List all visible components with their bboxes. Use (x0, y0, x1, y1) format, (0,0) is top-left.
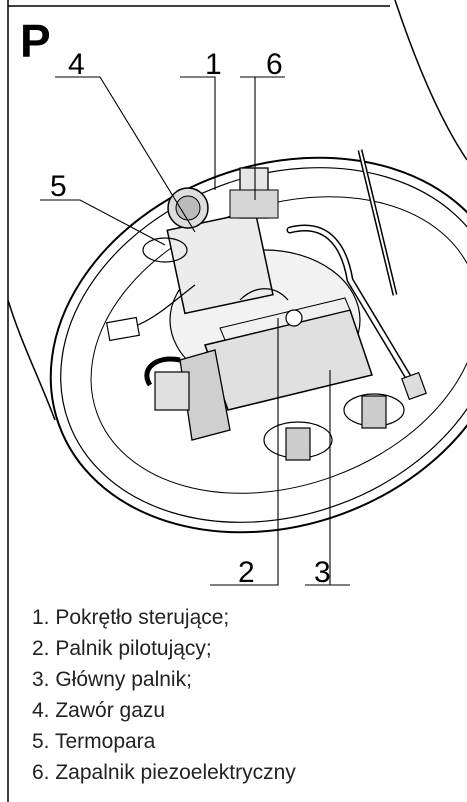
parts-legend: 1. Pokrętło sterujące; 2. Palnik pilotuj… (32, 602, 296, 788)
tank-rim-inner (60, 167, 467, 523)
callout-5: 5 (50, 170, 67, 203)
callout-6: 6 (266, 48, 283, 81)
legend-item-4: 4. Zawór gazu (32, 699, 166, 722)
legend-item-2: 2. Palnik pilotujący; (32, 637, 212, 660)
legend-item-6: 6. Zapalnik piezoelektryczny (32, 761, 296, 784)
callout-3: 3 (314, 556, 331, 589)
tank-rim-outer (49, 156, 467, 534)
callout-4: 4 (68, 48, 85, 81)
callout-2: 2 (238, 556, 255, 589)
fitting-right (343, 393, 405, 429)
legend-item-1: 1. Pokrętło sterujące; (32, 606, 230, 629)
gas-valve (166, 210, 274, 315)
fitting-left (263, 421, 333, 461)
thermocouple (142, 237, 188, 263)
callout-1: 1 (205, 48, 222, 81)
pilot-burner (285, 309, 303, 327)
leader-lines (40, 76, 350, 586)
legend-item-5: 5. Termopara (32, 730, 156, 753)
tank-outline (394, 0, 467, 161)
panel-letter: P (20, 15, 51, 67)
legend-item-3: 3. Główny palnik; (32, 668, 192, 691)
